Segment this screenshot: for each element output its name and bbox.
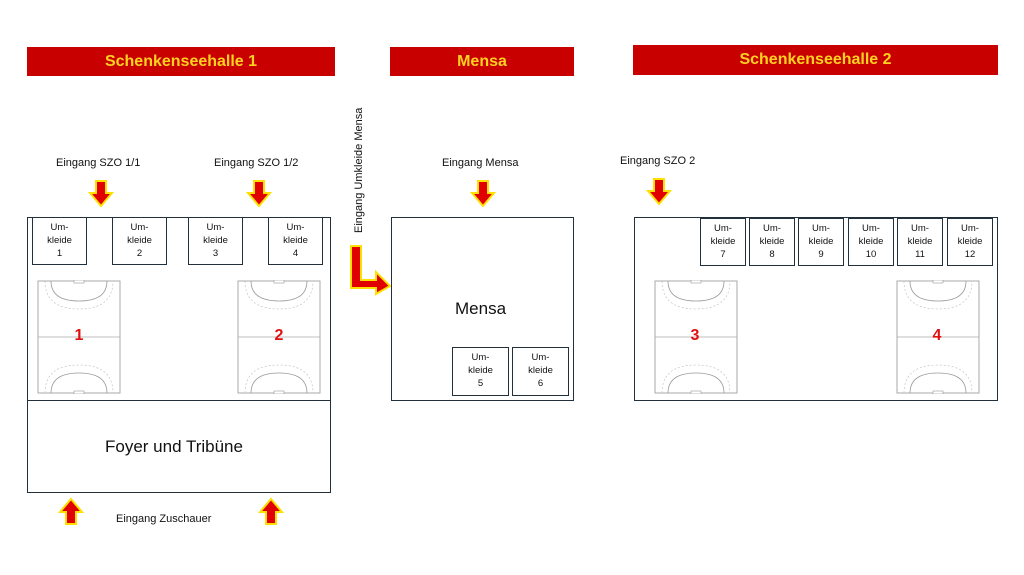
foyer-tribune xyxy=(27,400,331,493)
label-eingang-szo-1-2: Eingang SZO 1/2 xyxy=(214,157,299,169)
arrow-down-icon xyxy=(246,180,272,208)
handball-court xyxy=(37,280,121,394)
arrow-up-icon xyxy=(258,497,284,525)
handball-court xyxy=(654,280,738,394)
banner-schenkenseehalle-1: Schenkenseehalle 1 xyxy=(27,47,335,76)
court-number-3: 3 xyxy=(690,327,700,344)
arrow-down-icon xyxy=(470,180,496,208)
label-eingang-szo-1-1: Eingang SZO 1/1 xyxy=(56,157,141,169)
handball-court xyxy=(896,280,980,394)
court-number-2: 2 xyxy=(274,327,284,344)
handball-court xyxy=(237,280,321,394)
label-eingang-szo-2: Eingang SZO 2 xyxy=(620,155,696,167)
arrow-down-icon xyxy=(88,180,114,208)
court-number-1: 1 xyxy=(74,327,84,344)
arrow-down-icon xyxy=(646,178,672,206)
label-eingang-zuschauer: Eingang Zuschauer xyxy=(116,513,212,525)
bent-arrow-icon xyxy=(350,245,392,296)
label-eingang-mensa: Eingang Mensa xyxy=(442,157,519,169)
label-eingang-umkleide-mensa: Eingang Umkleide Mensa xyxy=(353,107,365,233)
label-foyer: Foyer und Tribüne xyxy=(105,437,243,456)
banner-mensa: Mensa xyxy=(390,47,574,76)
arrow-up-icon xyxy=(58,497,84,525)
court-number-4: 4 xyxy=(932,327,942,344)
banner-schenkenseehalle-2: Schenkenseehalle 2 xyxy=(633,45,998,75)
label-mensa-room: Mensa xyxy=(455,299,507,318)
